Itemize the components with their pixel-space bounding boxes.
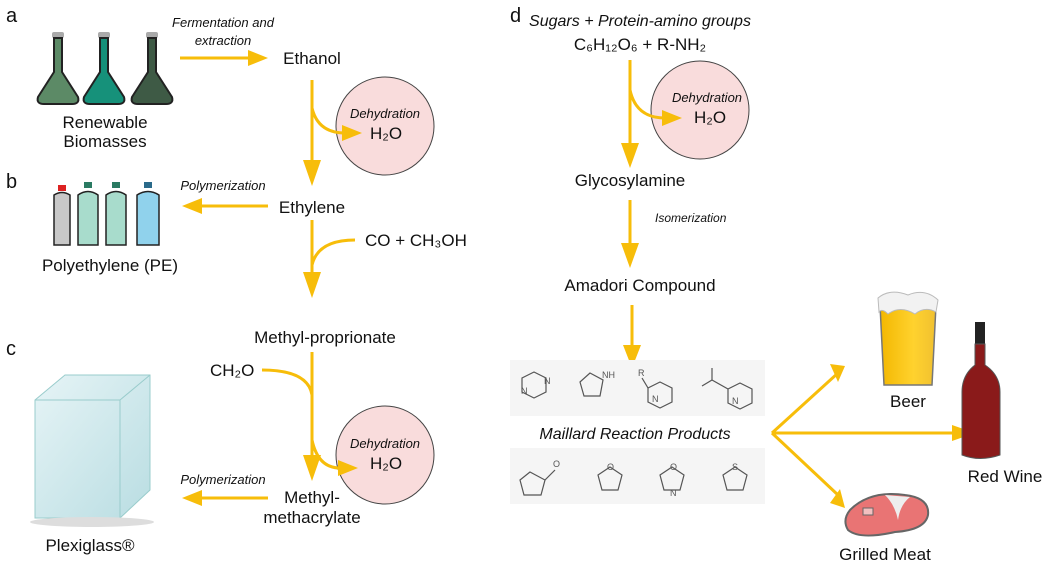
grilled-meat-label: Grilled Meat	[839, 545, 931, 564]
reactants-title: Sugars + Protein-amino groups	[529, 13, 751, 30]
svg-text:O: O	[607, 462, 614, 472]
furanone-icon: O	[519, 459, 560, 496]
oxazole-icon: ON	[659, 462, 685, 498]
methyl-proprionate-label: Methyl-proprionate	[254, 328, 396, 347]
svg-text:N: N	[732, 396, 739, 406]
polymerization-arrow-2	[182, 490, 268, 506]
svg-text:N: N	[544, 376, 551, 386]
fermentation-label: Fermentation and	[172, 15, 275, 30]
polymerization-label-2: Polymerization	[180, 472, 265, 487]
svg-text:S: S	[732, 462, 738, 472]
panel-label-b: b	[6, 171, 17, 193]
polymerization-label: Polymerization	[180, 178, 265, 193]
svg-text:N: N	[521, 386, 528, 396]
amadori-label: Amadori Compound	[564, 276, 715, 295]
furan-icon: O	[597, 462, 623, 491]
dehydration-circle-3	[650, 60, 750, 160]
fermentation-arrow	[180, 50, 268, 66]
mma-label-2: methacrylate	[263, 508, 360, 527]
grilled-meat-icon	[844, 493, 930, 537]
acetylpyridine-icon: N	[701, 368, 753, 410]
glycosylamine-label: Glycosylamine	[575, 171, 686, 190]
pyrrole-icon: NH	[579, 370, 615, 397]
proprionate-to-mma-arrow	[261, 352, 358, 481]
panel-label-c: c	[6, 338, 16, 360]
dehydration-label-3: Dehydration	[672, 90, 742, 105]
molecules-panel-bottom	[510, 448, 765, 504]
fermentation-label-2: extraction	[195, 33, 251, 48]
dehydration-circle	[335, 76, 435, 176]
thiophene-icon: S	[722, 462, 748, 491]
biomass-label-2: Biomasses	[63, 132, 146, 151]
water-label: H₂O	[370, 124, 402, 143]
water-label-2: H₂O	[370, 454, 402, 473]
water-label-3: H₂O	[694, 108, 726, 127]
svg-text:R: R	[638, 368, 645, 378]
dehydration-label: Dehydration	[350, 106, 420, 121]
polymerization-arrow	[182, 198, 268, 214]
plexiglass-label: Plexiglass®	[45, 536, 135, 555]
pyrazine-icon: NN	[521, 371, 551, 399]
svg-text:NH: NH	[602, 370, 615, 380]
svg-text:N: N	[670, 488, 677, 498]
flasks-icon	[36, 32, 174, 105]
maillard-label: Maillard Reaction Products	[539, 426, 730, 443]
ethylene-to-proprionate-arrow	[303, 220, 356, 298]
ethanol-label: Ethanol	[283, 49, 341, 68]
beer-icon	[877, 291, 939, 386]
product-branch-arrows	[770, 364, 975, 508]
amadori-to-products-arrow	[623, 305, 641, 368]
dehydration-circle-2	[335, 405, 435, 505]
formaldehyde-label: CH₂O	[210, 361, 254, 380]
red-wine-label: Red Wine	[968, 467, 1043, 486]
co-methanol-label: CO + CH₃OH	[365, 231, 467, 250]
plexiglass-cube-icon	[30, 374, 154, 527]
reactants-formula: C₆H₁₂O₆ + R-NH₂	[574, 35, 706, 54]
panel-label-d: d	[510, 5, 521, 27]
svg-text:O: O	[553, 459, 560, 469]
svg-text:O: O	[670, 462, 677, 472]
isomerization-label: Isomerization	[655, 211, 727, 225]
molecules-panel-top	[510, 360, 765, 416]
beer-label: Beer	[890, 392, 926, 411]
pyridine-icon: RN	[638, 368, 673, 409]
ethylene-label: Ethylene	[279, 198, 345, 217]
svg-text:N: N	[652, 394, 659, 404]
red-wine-icon	[961, 322, 1001, 459]
biomass-label: Renewable	[62, 113, 147, 132]
isomerization-arrow	[621, 200, 639, 268]
panel-label-a: a	[6, 5, 18, 27]
reactants-to-glycosylamine-arrow	[621, 60, 682, 168]
mma-label: Methyl-	[284, 488, 340, 507]
bottles-icon	[53, 182, 160, 246]
polyethylene-label: Polyethylene (PE)	[42, 256, 178, 275]
ethanol-to-ethylene-arrow	[303, 80, 362, 186]
dehydration-label-2: Dehydration	[350, 436, 420, 451]
